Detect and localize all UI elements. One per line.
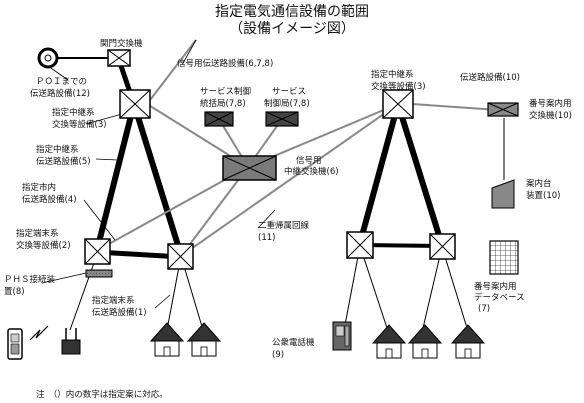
signal-line-6 (146, 39, 197, 105)
phs-base-station-icon (61, 328, 81, 355)
relay-trans-label-2: 伝送路設備(5) (36, 156, 91, 167)
terminal-exchange-a-icon (84, 238, 111, 265)
local-line-left (96, 249, 182, 260)
transmission-right-label: 伝送路設備(10) (460, 72, 520, 83)
mobile-phone-icon (7, 328, 23, 360)
poi-label-2: 伝送路設備(12) (30, 88, 90, 99)
relay-line-right-b (395, 103, 445, 246)
relay-exchange-right-icon (382, 89, 414, 119)
leader-signal-trans (181, 39, 197, 66)
terminal-exchange-label-1: 指定端末系 (16, 228, 59, 239)
house-icon (186, 322, 222, 357)
phs-label-2: 置(8) (4, 287, 25, 297)
leader-phs (41, 272, 87, 284)
payphone-label-1: 公衆電話機 (272, 337, 315, 348)
house-icon (371, 324, 407, 359)
relay-line-left-a (94, 103, 137, 251)
terminal-line-5 (359, 245, 388, 329)
directory-db-label-1: 番号案内用 (474, 281, 517, 292)
directory-desk-label-1: 案内台 (526, 178, 552, 189)
poi-label-1: ＰＯＩまでの (36, 77, 87, 87)
directory-desk-icon (491, 179, 515, 209)
terminal-line-4 (344, 245, 361, 326)
service-central-label-1: サービス制御 (200, 86, 251, 97)
radio-wave-icon (29, 325, 49, 341)
payphone-icon (332, 321, 352, 351)
dual-homing-label-1: 二重帰属回線 (258, 220, 310, 231)
relay-right-label-1: 指定中継系 (371, 69, 414, 80)
signal-relay-label-1: 信号用 (296, 155, 322, 166)
relay-right-label-2: 交換等設備(3) (371, 81, 426, 92)
local-trans-label-2: 伝送路設備(4) (22, 194, 77, 205)
diagram-title: 指定電気通信設備の範囲 (215, 3, 369, 20)
directory-link (411, 103, 499, 111)
diagram-subtitle: （設備イメージ図） (229, 21, 355, 37)
terminal-exchange-b-icon (167, 243, 194, 270)
local-trans-label-1: 指定市内 (22, 182, 56, 193)
terminal-line-7 (441, 246, 468, 329)
service-central-label-2: 統括局(7,8) (200, 98, 246, 109)
terminal-line-6 (422, 246, 443, 329)
service-control-label-1: サービス (272, 87, 306, 97)
directory-exchange-icon (487, 102, 519, 117)
relay-line-left-b (131, 103, 184, 256)
note-text: 注 （）内の数字は指定案に対応。 (36, 389, 168, 400)
leader-relay-trans (95, 158, 119, 161)
gate-exchange-label: 関門交換機 (100, 38, 143, 49)
leader-local-trans (83, 199, 116, 241)
relay-trans-label-1: 指定中継系 (36, 144, 79, 155)
directory-desk-label-2: 装置(10) (526, 190, 560, 201)
dual-homing-label-2: (11) (258, 233, 275, 243)
directory-exchange-label-1: 番号案内用 (529, 98, 572, 109)
leader-relay-left (85, 113, 123, 125)
phs-label-1: ＰＨＳ接続装 (4, 274, 56, 285)
relay-left-label-2: 交換等設備(3) (52, 119, 107, 130)
terminal-exchange-d-icon (429, 233, 456, 260)
terminal-exchange-label-2: 交換等設備(2) (16, 240, 71, 251)
leader-poi (47, 65, 69, 81)
relay-left-label-1: 指定中継系 (52, 107, 95, 118)
payphone-label-2: (9) (272, 350, 284, 360)
leader-dual-homing (257, 209, 276, 229)
directory-database-icon (489, 240, 519, 275)
service-control-label-2: 制御局(7,8) (264, 98, 310, 109)
service-control-central-icon (204, 111, 234, 127)
signal-line-3 (180, 166, 249, 257)
signal-relay-exchange-icon (222, 155, 277, 181)
directory-exchange-label-2: 交換機(10) (529, 110, 572, 121)
signal-line-2 (97, 166, 249, 251)
terminal-trans-label-2: 伝送路設備(1) (92, 307, 147, 318)
service-control-icon (265, 111, 299, 127)
directory-db-label-3: (7) (478, 304, 490, 314)
terminal-trans-label-1: 指定端末系 (92, 295, 135, 306)
dual-homing-line (180, 103, 399, 257)
house-icon (149, 322, 185, 357)
leader-terminal-trans (154, 294, 171, 309)
directory-db-label-2: データベース (474, 292, 525, 303)
terminal-exchange-c-icon (346, 231, 374, 259)
signal-transmission-label: 信号用伝送路設備(6,7,8) (177, 58, 273, 69)
relay-exchange-left-icon (119, 89, 151, 119)
gate-exchange-icon (107, 49, 131, 67)
phs-device-icon (85, 269, 113, 278)
house-icon (407, 324, 443, 359)
signal-relay-label-2: 中継交換機(6) (284, 166, 339, 177)
house-icon (450, 324, 486, 359)
relay-line-right-a (357, 103, 401, 244)
